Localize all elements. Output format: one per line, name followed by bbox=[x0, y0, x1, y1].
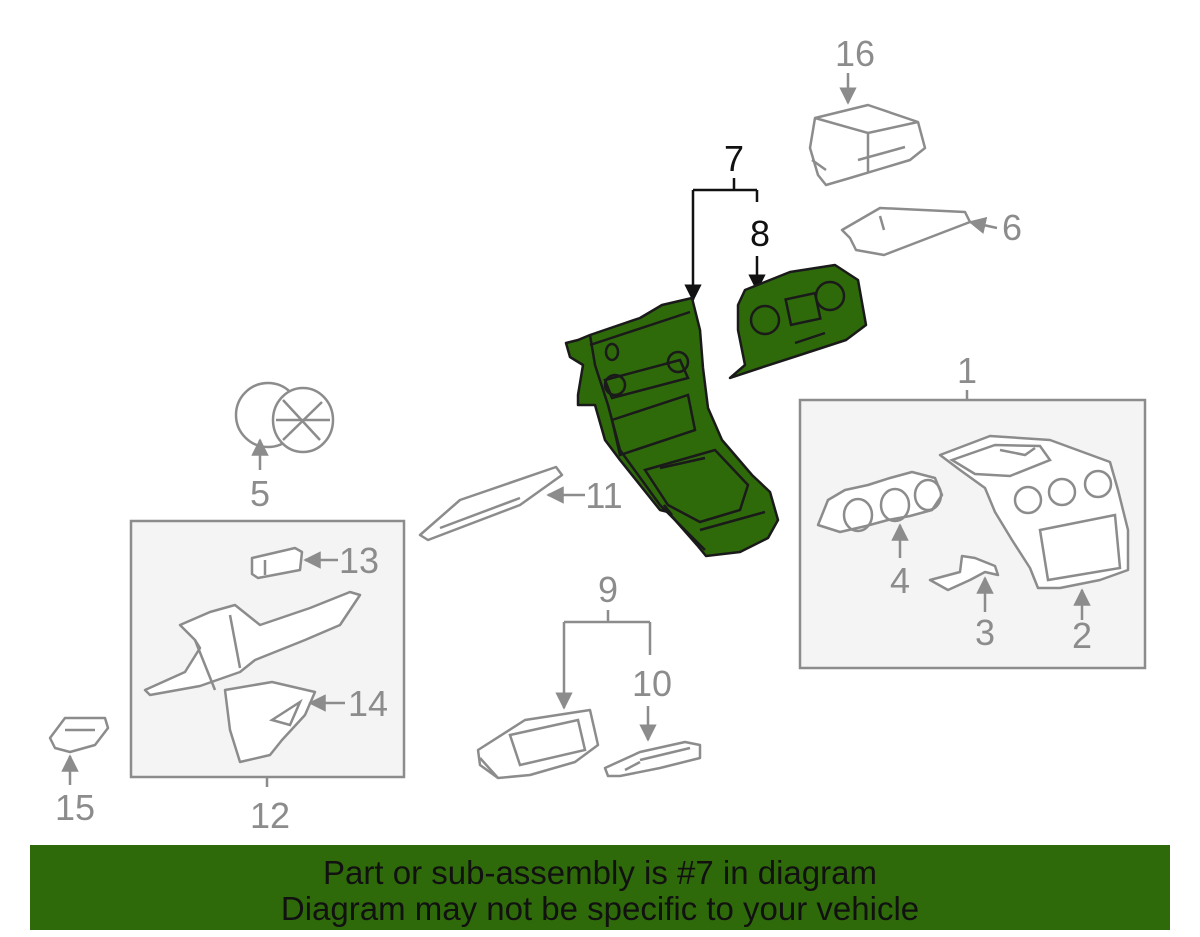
callout-6: 6 bbox=[1002, 207, 1022, 248]
callout-11: 11 bbox=[585, 475, 622, 516]
callout-4: 4 bbox=[890, 560, 910, 601]
part-2-bezel[interactable] bbox=[938, 434, 1130, 590]
callout-15: 15 bbox=[55, 787, 95, 828]
callout-3: 3 bbox=[975, 612, 995, 653]
part-5-round-vent[interactable] bbox=[234, 381, 335, 454]
callout-9: 9 bbox=[598, 569, 618, 610]
part-4-vent-assembly[interactable] bbox=[816, 470, 944, 534]
part-14-glove-door[interactable] bbox=[223, 680, 317, 764]
part-15-clip[interactable] bbox=[48, 716, 110, 754]
callout-5: 5 bbox=[250, 473, 270, 514]
part-12-glove-trim[interactable] bbox=[143, 590, 362, 697]
part-3-bracket[interactable] bbox=[928, 554, 1000, 592]
info-banner: Part or sub-assembly is #7 in diagram Di… bbox=[30, 845, 1170, 930]
part-16-module[interactable] bbox=[808, 103, 927, 187]
callout-16: 16 bbox=[835, 33, 875, 74]
callout-2: 2 bbox=[1072, 615, 1092, 656]
part-9-storage-bin[interactable] bbox=[476, 708, 600, 780]
part-10-tray[interactable] bbox=[603, 740, 702, 778]
banner-line-2: Diagram may not be specific to your vehi… bbox=[280, 890, 920, 927]
part-7-console-panel[interactable] bbox=[564, 296, 780, 558]
callout-8: 8 bbox=[750, 213, 770, 254]
callout-7: 7 bbox=[724, 138, 744, 179]
callout-1: 1 bbox=[957, 350, 977, 391]
part-13-switch[interactable] bbox=[250, 546, 304, 580]
part-6-plate[interactable] bbox=[840, 206, 972, 257]
callout-13: 13 bbox=[339, 540, 379, 581]
part-11-trim-strip[interactable] bbox=[418, 465, 564, 542]
part-8-bezel[interactable] bbox=[728, 263, 868, 380]
banner-line-1: Part or sub-assembly is #7 in diagram bbox=[323, 854, 877, 891]
callout-12: 12 bbox=[250, 795, 290, 836]
callout-14: 14 bbox=[348, 683, 388, 724]
callout-10: 10 bbox=[632, 663, 672, 704]
